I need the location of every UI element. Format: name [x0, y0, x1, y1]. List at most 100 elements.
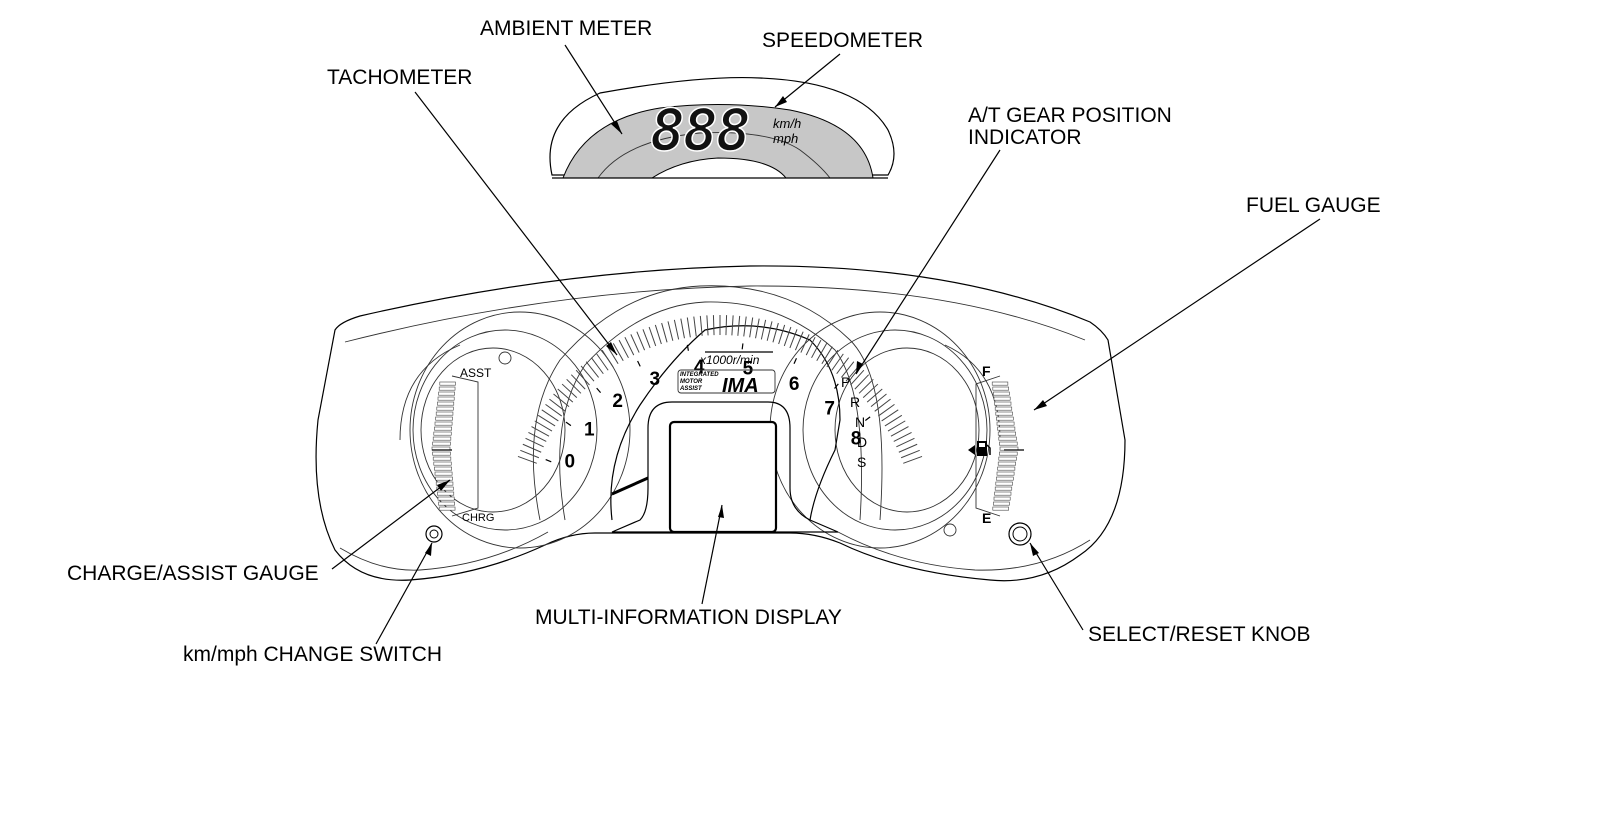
leader-select-reset: [1029, 542, 1084, 631]
charge-assist-segment: [434, 426, 452, 431]
tach-scale-bar: [800, 334, 810, 353]
tach-scale-bar: [854, 374, 870, 390]
tach-scale-bar: [811, 339, 822, 359]
tach-scale: [517, 315, 923, 464]
tach-scale-bar: [831, 353, 844, 371]
tach-number-8: 8: [851, 429, 862, 450]
tach-scale-bar: [743, 316, 747, 337]
charge-assist-segment: [434, 421, 453, 426]
km-mph-change-switch[interactable]: [425, 525, 443, 543]
fuel-pump-icon: [968, 441, 991, 456]
tach-scale-bar: [673, 319, 680, 340]
tach-scale-bar: [870, 393, 887, 408]
label-speedometer: SPEEDOMETER: [762, 29, 923, 52]
tach-number-5: 5: [743, 359, 754, 380]
tach-scale-bar: [618, 339, 629, 359]
tach-scale-bar: [607, 346, 619, 364]
label-km-mph-switch: km/mph CHANGE SWITCH: [183, 643, 442, 666]
fuel-segment: [996, 476, 1014, 481]
charge-assist-segment: [433, 431, 452, 436]
asst-label: ASST: [460, 366, 492, 380]
tach-scale-bar: [522, 443, 542, 453]
charge-assist-segment: [438, 391, 455, 396]
cluster-outer-housing: [315, 265, 1126, 582]
charge-assist-segment: [438, 386, 456, 391]
tach-number-1: 1: [584, 419, 595, 440]
tach-number-4: 4: [694, 357, 705, 378]
left-pod: [399, 311, 631, 549]
charge-assist-segment: [435, 411, 454, 416]
tach-scale-bar: [654, 324, 662, 345]
fuel-segment: [993, 391, 1010, 396]
tach-scale-bar: [585, 361, 600, 378]
charge-assist-segment: [437, 496, 455, 501]
tach-scale-bar: [686, 317, 691, 338]
tach-scale-bar: [667, 321, 674, 341]
upper-meter-housing: [549, 76, 895, 176]
tach-number-6: 6: [789, 374, 800, 395]
tach-scale-bar: [896, 437, 915, 448]
fuel-segment: [992, 386, 1009, 391]
tach-major-tick: [864, 416, 871, 421]
tach-scale-bar: [712, 315, 715, 336]
leader-tachometer: [414, 91, 618, 356]
tach-number-7: 7: [824, 398, 835, 419]
tach-major-tick: [637, 360, 641, 367]
tach-scale-bar: [549, 398, 566, 412]
tach-scale-bar: [866, 388, 883, 403]
tach-scale-bar: [561, 383, 578, 399]
gear-s: S: [857, 454, 866, 470]
callout-labels: AMBIENT METER SPEEDOMETER TACHOMETER A/T…: [67, 17, 1381, 666]
tach-scale-bar: [531, 426, 550, 437]
tach-scale-bar: [805, 336, 816, 356]
tach-scale-bar: [566, 378, 582, 394]
label-charge-assist-gauge: CHARGE/ASSIST GAUGE: [67, 562, 319, 585]
tach-scale-bar: [575, 369, 590, 386]
tach-scale-bar: [884, 414, 903, 427]
gear-position-indicator: P R N D S: [841, 374, 867, 470]
tach-scale-bar: [789, 329, 798, 349]
tach-major-tick: [741, 343, 744, 350]
tach-scale-bar: [601, 349, 614, 368]
tach-scale-bar: [862, 383, 879, 399]
tach-scale-bar: [783, 326, 792, 347]
right-pod: [769, 311, 1001, 549]
tach-scale-bar: [624, 336, 635, 356]
tach-scale-bar: [661, 322, 668, 343]
fuel-segment: [997, 431, 1016, 436]
tach-number-2: 2: [612, 391, 623, 412]
tach-scale-bar: [850, 369, 865, 386]
charge-assist-segment: [438, 501, 455, 506]
charge-assist-segment: [433, 461, 452, 466]
label-select-reset-knob: SELECT/RESET KNOB: [1088, 623, 1311, 646]
tach-scale-bar: [725, 315, 728, 336]
fuel-segment: [994, 486, 1013, 491]
charge-assist-segment: [435, 476, 453, 481]
gear-p: P: [841, 374, 850, 390]
mid-screen: [668, 420, 778, 534]
tach-scale-bar: [903, 455, 923, 464]
select-reset-knob[interactable]: [1008, 522, 1032, 546]
ima-badge: INTEGRATED MOTOR ASSIST IMA: [677, 369, 776, 397]
tach-scale-bar: [766, 321, 773, 341]
fuel-segment: [998, 436, 1017, 441]
tach-scale-bar: [706, 315, 709, 336]
tach-scale-bar: [836, 357, 850, 375]
tach-scale-bar: [580, 365, 595, 382]
tach-scale-bar: [541, 409, 559, 422]
ambient-meter-inner-arc: [597, 132, 831, 179]
tach-scale-bar: [760, 319, 767, 340]
tach-scale-bar: [612, 343, 624, 361]
tach-scale-bar: [826, 349, 839, 368]
tach-scale-bar: [887, 420, 906, 432]
leader-mid: [701, 504, 723, 605]
fuel-segment: [999, 451, 1018, 456]
gear-r: R: [850, 394, 860, 410]
tach-scale-bar: [840, 361, 855, 378]
tach-scale-bar: [680, 318, 685, 339]
speed-unit-mph: mph: [773, 131, 798, 146]
tach-scale-bar: [528, 431, 547, 442]
tach-scale-bar: [755, 318, 760, 339]
tach-needle: [611, 476, 649, 496]
